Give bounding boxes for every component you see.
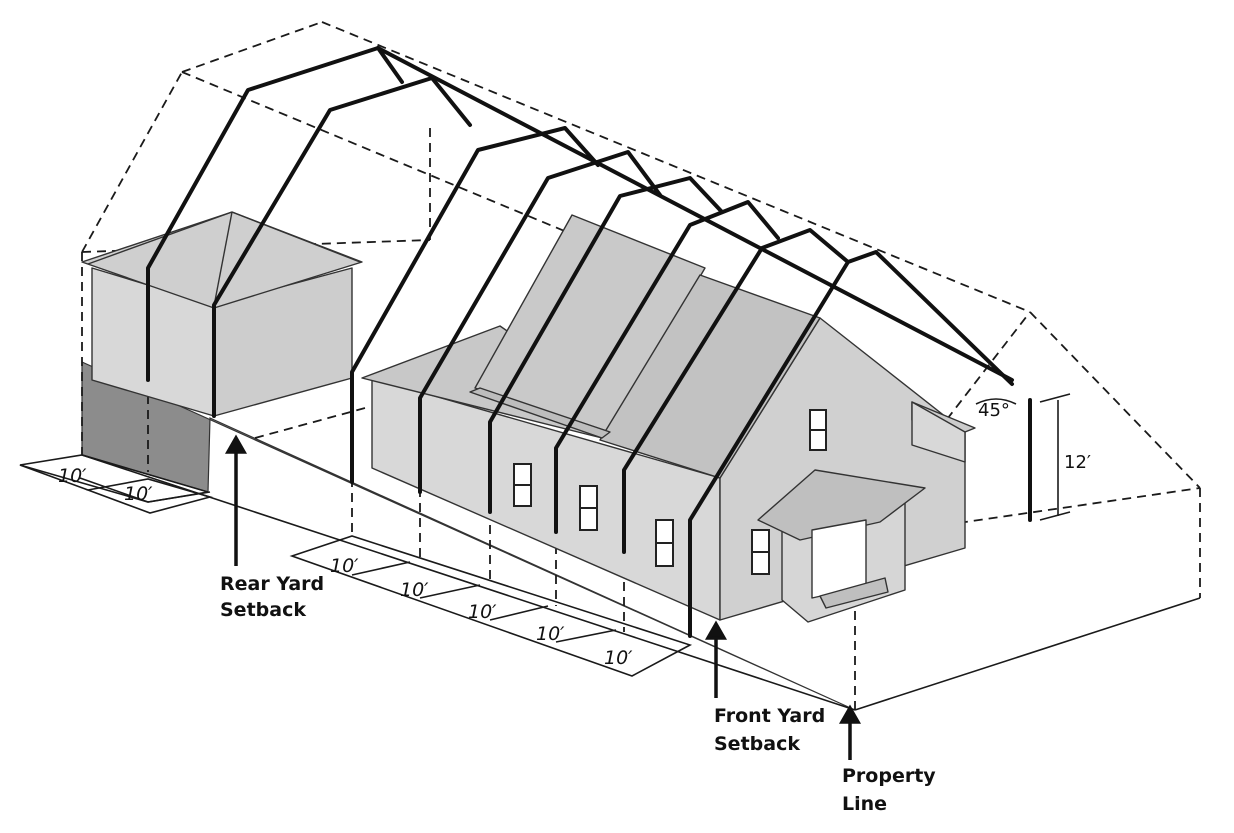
house-windows <box>513 409 827 575</box>
building-envelope-frames <box>146 46 1032 638</box>
front-dim-1: 10′ <box>330 555 359 577</box>
front-dim-3: 10′ <box>468 601 497 623</box>
rear-dim-2: 10′ <box>124 483 153 505</box>
height-label: 12′ <box>1064 452 1091 473</box>
height-dimension <box>1039 393 1071 521</box>
property-line-label-1: Property <box>842 765 936 787</box>
front-dimension-strip <box>289 535 693 677</box>
rear-dim-1: 10′ <box>58 465 87 487</box>
angle-label: 45° <box>978 400 1010 421</box>
house <box>361 214 976 623</box>
front-yard-label-2: Setback <box>714 733 800 755</box>
front-yard-label-1: Front Yard <box>714 705 825 727</box>
rear-yard-label-2: Setback <box>220 599 306 621</box>
rear-yard-label-1: Rear Yard <box>220 573 324 595</box>
rear-dimension-strip <box>19 454 213 514</box>
front-dim-2: 10′ <box>400 579 429 601</box>
garage <box>81 211 363 417</box>
property-line-label-2: Line <box>842 793 887 815</box>
callout-arrows <box>224 434 862 760</box>
front-dim-5: 10′ <box>604 647 633 669</box>
front-dim-4: 10′ <box>536 623 565 645</box>
angle-arc <box>975 398 1017 405</box>
